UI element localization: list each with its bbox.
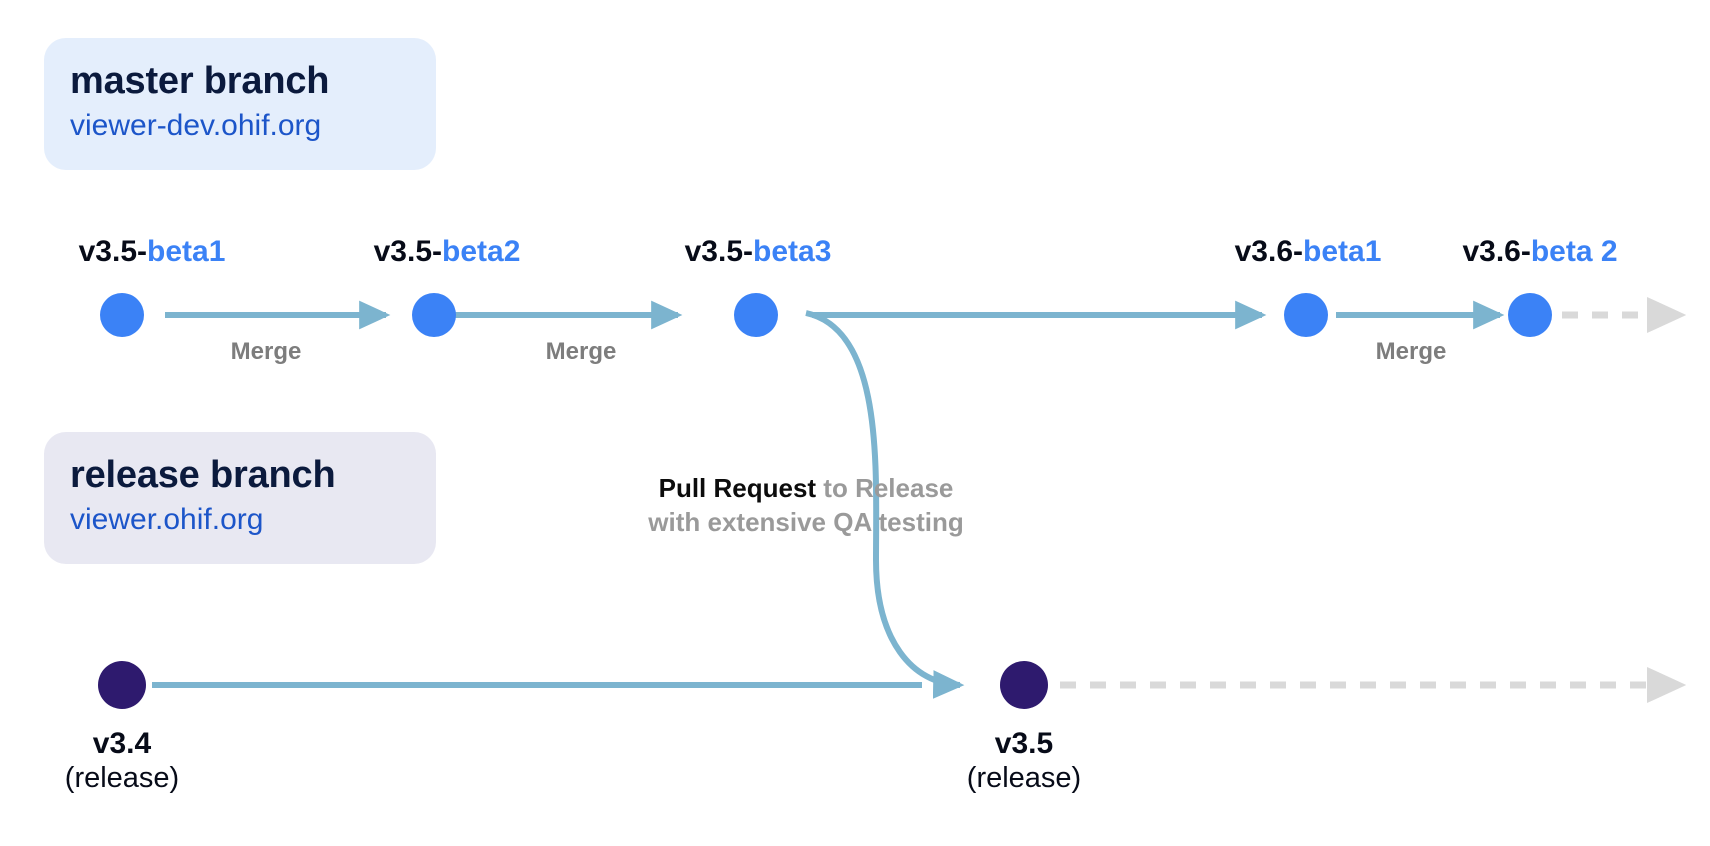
commit-tag-v35-beta3: v3.5-beta3 bbox=[685, 237, 832, 267]
commit-node-v35-beta3[interactable] bbox=[734, 293, 778, 337]
master-branch-title: master branch bbox=[70, 60, 330, 102]
commit-version: v3.5- bbox=[684, 235, 754, 268]
release-label-v35: v3.5 (release) bbox=[967, 726, 1081, 796]
pull-request-strong: Pull Request bbox=[658, 473, 817, 503]
merge-label-3: Merge bbox=[1375, 338, 1447, 365]
commit-beta: beta 2 bbox=[1530, 235, 1618, 268]
commit-tag-v36-beta1: v3.6-beta1 bbox=[1235, 237, 1382, 267]
release-node-v35[interactable] bbox=[1000, 661, 1048, 709]
commit-tag-v35-beta2: v3.5-beta2 bbox=[374, 237, 521, 267]
release-kind: (release) bbox=[966, 762, 1082, 795]
commit-beta: beta1 bbox=[147, 235, 226, 268]
merge-label-2: Merge bbox=[545, 338, 617, 365]
merge-label-1: Merge bbox=[230, 338, 302, 365]
release-version: v3.5 bbox=[994, 727, 1054, 760]
pull-request-curve bbox=[805, 310, 965, 699]
pull-request-line-1: Pull Request to Release bbox=[648, 472, 963, 506]
commit-node-v36-beta1[interactable] bbox=[1284, 293, 1328, 337]
commit-tag-v36-beta2: v3.6-beta 2 bbox=[1462, 237, 1617, 267]
release-node-v34[interactable] bbox=[98, 661, 146, 709]
commit-node-v36-beta2[interactable] bbox=[1508, 293, 1552, 337]
commit-tag-v35-beta1: v3.5-beta1 bbox=[79, 237, 226, 267]
commit-version: v3.5- bbox=[373, 235, 443, 268]
release-branch-card: release branch viewer.ohif.org bbox=[44, 432, 436, 565]
master-branch-url: viewer-dev.ohif.org bbox=[70, 108, 322, 142]
pull-request-rest: to Release bbox=[816, 473, 954, 503]
commit-beta: beta1 bbox=[1303, 235, 1382, 268]
commit-node-v35-beta2[interactable] bbox=[412, 293, 456, 337]
release-label-v34: v3.4 (release) bbox=[65, 726, 179, 796]
commit-beta: beta2 bbox=[442, 235, 521, 268]
release-branch-title: release branch bbox=[70, 454, 336, 496]
commit-version: v3.6- bbox=[1462, 235, 1531, 268]
commit-node-v35-beta1[interactable] bbox=[100, 293, 144, 337]
release-version: v3.4 bbox=[92, 727, 152, 760]
master-branch-card: master branch viewer-dev.ohif.org bbox=[44, 38, 436, 171]
release-branch-url: viewer.ohif.org bbox=[70, 502, 264, 536]
commit-beta: beta3 bbox=[753, 235, 832, 268]
pull-request-line-2: with extensive QA testing bbox=[648, 506, 964, 537]
pull-request-note: Pull Request to Release with extensive Q… bbox=[648, 472, 963, 540]
release-kind: (release) bbox=[64, 762, 180, 795]
commit-version: v3.5- bbox=[78, 235, 148, 268]
commit-version: v3.6- bbox=[1234, 235, 1304, 268]
